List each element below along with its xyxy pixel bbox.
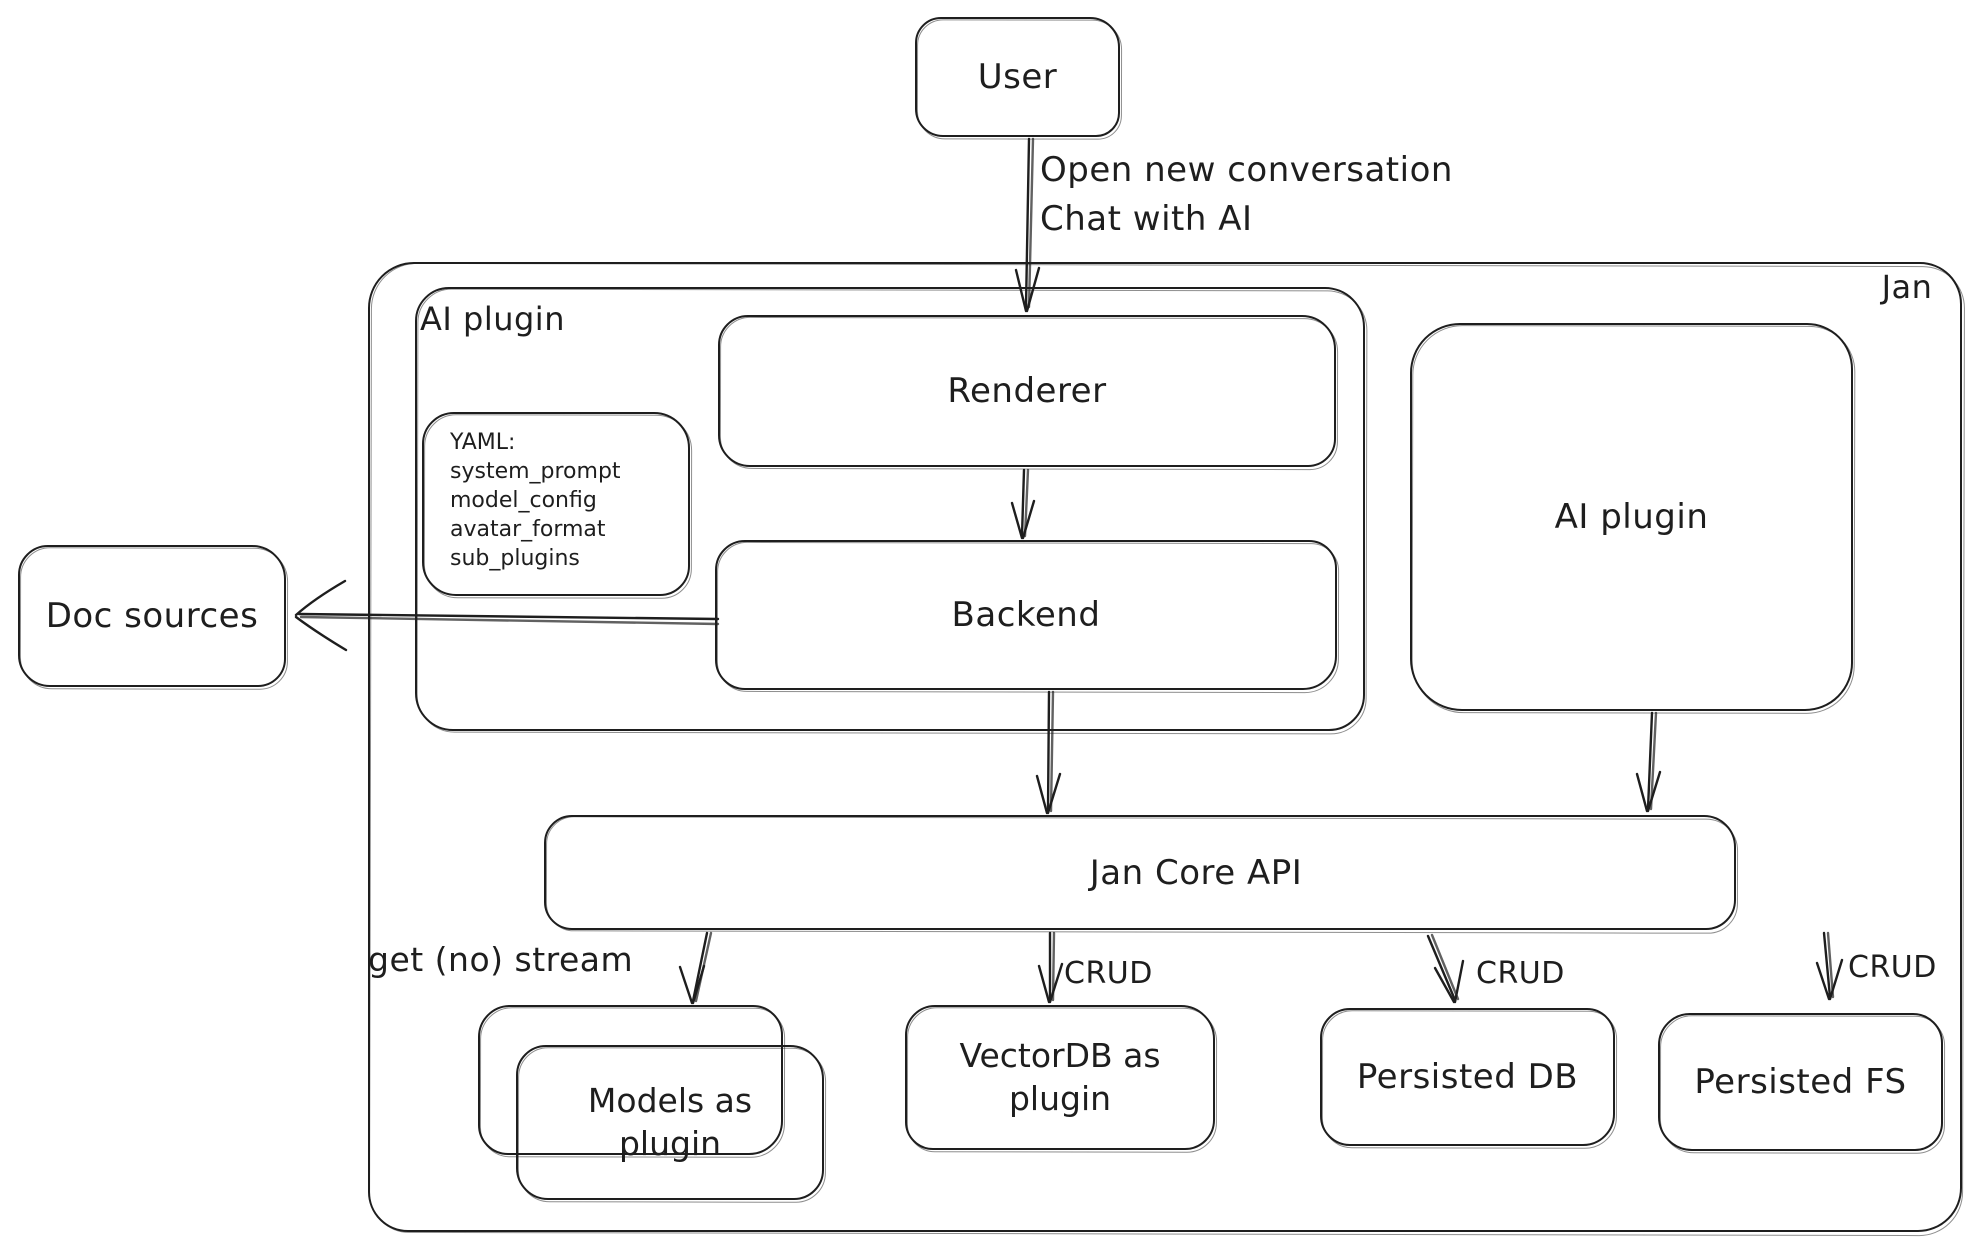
yaml-note-line: sub_plugins bbox=[450, 546, 580, 571]
edge-label-crud-vectordb: CRUD bbox=[1064, 956, 1153, 991]
edge-label-open-conversation: Open new conversation bbox=[1040, 150, 1453, 190]
backend-label: Backend bbox=[951, 595, 1101, 635]
models-plugin-label: Models as plugin bbox=[587, 1080, 753, 1163]
doc-sources-node: Doc sources bbox=[18, 545, 286, 687]
ai-plugin-container-label: AI plugin bbox=[420, 300, 565, 338]
jan-core-api-node: Jan Core API bbox=[544, 815, 1736, 930]
edge-label-crud-persisted-fs: CRUD bbox=[1848, 950, 1937, 985]
vectordb-node: VectorDB as plugin bbox=[905, 1005, 1215, 1150]
persisted-db-label: Persisted DB bbox=[1356, 1057, 1579, 1097]
jan-core-api-label: Jan Core API bbox=[1089, 852, 1303, 893]
edge-label-get-no-stream: get (no) stream bbox=[368, 940, 634, 979]
persisted-fs-label: Persisted FS bbox=[1694, 1062, 1907, 1102]
yaml-note-title: YAML: bbox=[450, 430, 516, 455]
backend-node: Backend bbox=[715, 540, 1337, 690]
ai-plugin-container-box bbox=[415, 287, 1365, 731]
persisted-db-node: Persisted DB bbox=[1320, 1008, 1615, 1146]
edge-label-crud-persisted-db: CRUD bbox=[1476, 956, 1565, 991]
models-plugin-node: Models as plugin bbox=[516, 1045, 824, 1200]
jan-group-label: Jan bbox=[1881, 268, 1933, 306]
persisted-fs-node: Persisted FS bbox=[1658, 1013, 1943, 1151]
jan-group-box bbox=[368, 262, 1962, 1232]
vectordb-label: VectorDB as plugin bbox=[959, 1035, 1161, 1118]
ai-plugin-right-node: AI plugin bbox=[1410, 323, 1853, 711]
yaml-note-line: avatar_format bbox=[450, 517, 606, 542]
doc-sources-label: Doc sources bbox=[45, 596, 259, 636]
edge-label-chat-with-ai: Chat with AI bbox=[1040, 199, 1253, 239]
ai-plugin-right-label: AI plugin bbox=[1554, 497, 1709, 537]
user-label: User bbox=[977, 57, 1058, 97]
renderer-label: Renderer bbox=[947, 371, 1107, 411]
user-node: User bbox=[915, 17, 1120, 137]
renderer-node: Renderer bbox=[718, 315, 1336, 467]
yaml-note-line: model_config bbox=[450, 488, 597, 513]
yaml-note-node: YAML: system_prompt model_config avatar_… bbox=[422, 412, 690, 596]
yaml-note-line: system_prompt bbox=[450, 459, 621, 484]
